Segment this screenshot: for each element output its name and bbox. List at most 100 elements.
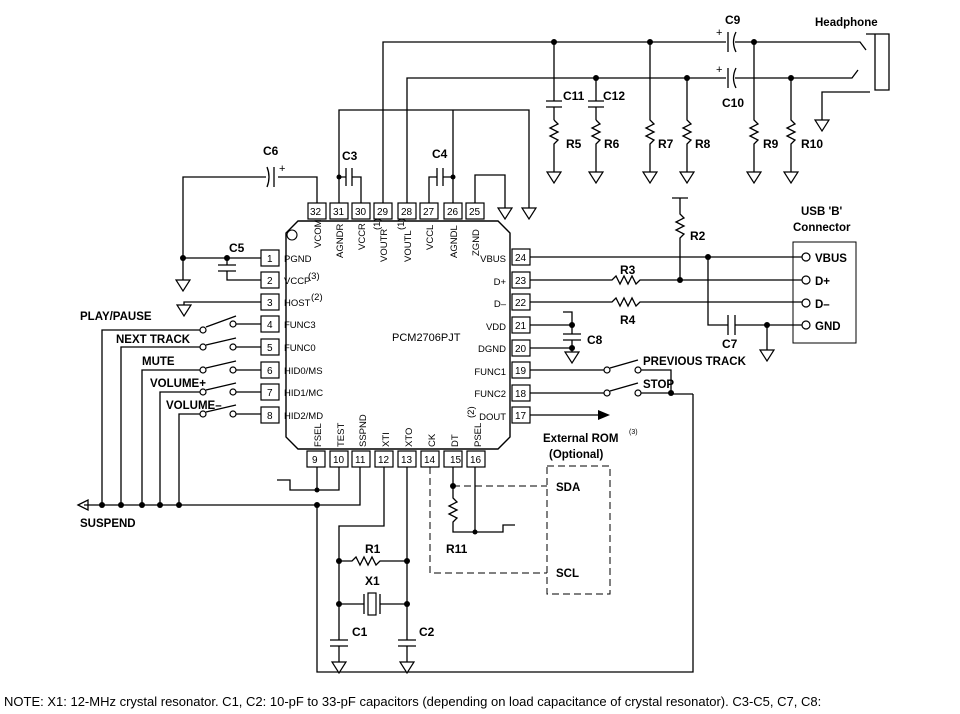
ic-part-number: PCM2706PJT	[392, 332, 461, 344]
sig-vcom: VCOM	[313, 219, 324, 248]
sig-xti: XTI	[381, 432, 392, 447]
ic-left-pins: 1 2 3 4 5 6 7 8 PGND VCCP (3) HOST (2) F…	[260, 249, 323, 424]
r3-label: R3	[620, 263, 636, 277]
pin-13-number: 13	[401, 455, 413, 466]
sig-dplus: D+	[494, 277, 507, 288]
sig-sspnd: SSPND	[358, 414, 369, 447]
pin-30-number: 30	[355, 207, 367, 218]
r10-label: R10	[801, 137, 823, 151]
pin-6-number: 6	[267, 366, 273, 377]
c1-label: C1	[352, 625, 368, 639]
usb-dminus-label: D–	[815, 299, 830, 311]
usb-vbus-label: VBUS	[815, 253, 847, 265]
sig-host: HOST	[284, 298, 311, 309]
previous-track-label: PREVIOUS TRACK	[643, 356, 747, 368]
c6-vcom-cap: C6 +	[180, 144, 318, 261]
r1-label: R1	[365, 542, 381, 556]
r7-label: R7	[658, 137, 674, 151]
sig-dt: DT	[450, 434, 461, 447]
pin-21-number: 21	[515, 321, 527, 332]
sig-vccl: VCCL	[425, 225, 436, 250]
c6-plus: +	[279, 163, 285, 175]
pin-26-number: 26	[447, 207, 459, 218]
c6-label: C6	[263, 144, 279, 158]
sig-voutr: VOUTR	[379, 229, 390, 262]
pin-29-number: 29	[377, 207, 389, 218]
sup-voutl: (1)	[396, 218, 407, 230]
x1-label: X1	[365, 574, 380, 588]
c10-plus: +	[716, 64, 722, 76]
r9-label: R9	[763, 137, 779, 151]
r11-label: R11	[446, 542, 468, 556]
sig-vccp: VCCP	[284, 276, 310, 287]
sig-test: TEST	[336, 423, 347, 447]
sig-dminus: D–	[494, 299, 507, 310]
play-pause-label: PLAY/PAUSE	[80, 311, 152, 323]
sup-voutr: (1)	[372, 218, 383, 230]
sig-vccr: VCCR	[357, 223, 368, 250]
sig-xto: XTO	[404, 428, 415, 447]
pin-19-number: 19	[515, 366, 527, 377]
r8-label: R8	[695, 137, 711, 151]
c2-label: C2	[419, 625, 435, 639]
usb-label-line1: USB 'B'	[801, 206, 843, 218]
sig-vdd: VDD	[486, 322, 506, 333]
ext-rom-sup: (3)	[629, 429, 638, 436]
sig-zgnd: ZGND	[471, 229, 482, 256]
sda-label: SDA	[556, 482, 580, 494]
ic-pcm2706pjt: PCM2706PJT	[285, 220, 511, 450]
usb-section: USB 'B' Connector VBUS D+ D– GND R2 R3 R…	[530, 197, 857, 420]
pin-16-number: 16	[470, 455, 482, 466]
headphone-label: Headphone	[815, 17, 878, 29]
sig-fsel: FSEL	[313, 423, 324, 447]
c4-label: C4	[432, 147, 448, 161]
sig-pgnd: PGND	[284, 254, 312, 265]
sig-func2: FUNC2	[474, 389, 506, 400]
pin-7-number: 7	[267, 388, 273, 399]
sig-func1: FUNC1	[474, 367, 506, 378]
pin-23-number: 23	[515, 276, 527, 287]
c5-cap: C5	[175, 241, 261, 317]
c5-label: C5	[229, 241, 245, 255]
ext-rom-label: External ROM	[543, 433, 618, 445]
ic-right-pins: 24 23 22 21 20 19 18 17 VBUS D+ D– VDD D…	[474, 248, 531, 424]
pin-22-number: 22	[515, 298, 527, 309]
r5-label: R5	[566, 137, 582, 151]
pin-28-number: 28	[401, 207, 413, 218]
note-text: NOTE: X1: 12-MHz crystal resonator. C1, …	[4, 694, 822, 709]
pin-5-number: 5	[267, 343, 273, 354]
scl-label: SCL	[556, 568, 579, 580]
mute-label: MUTE	[142, 356, 175, 368]
c8-label: C8	[587, 333, 603, 347]
sig-agndr: AGNDR	[335, 224, 346, 258]
pin-1-number: 1	[267, 254, 273, 265]
c10-label: C10	[722, 96, 744, 110]
suspend-label: SUSPEND	[80, 518, 136, 530]
fsel-test-ground	[277, 394, 694, 673]
left-button-switches: PLAY/PAUSE NEXT TRACK MUTE VOLUME+ VOLUM…	[76, 311, 361, 530]
ext-rom-optional: (Optional)	[549, 449, 603, 461]
c9-plus: +	[716, 27, 722, 39]
c7-label: C7	[722, 337, 738, 351]
pin-2-number: 2	[267, 276, 273, 287]
c11-label: C11	[563, 89, 585, 103]
pin-27-number: 27	[423, 207, 435, 218]
ic-top-pins: 32 31 30 29 28 27 26 25 VCOM AGNDR VCCR …	[307, 202, 485, 262]
r4-label: R4	[620, 313, 636, 327]
sig-func0: FUNC0	[284, 343, 316, 354]
pin-25-number: 25	[469, 207, 481, 218]
pin-18-number: 18	[515, 389, 527, 400]
c3-label: C3	[342, 149, 358, 163]
sup-host: (2)	[311, 292, 323, 303]
usb-label-line2: Connector	[793, 222, 851, 234]
pin-8-number: 8	[267, 411, 273, 422]
sig-func3: FUNC3	[284, 320, 316, 331]
sup-psel: (2)	[466, 406, 477, 418]
sig-hid0-ms: HID0/MS	[284, 366, 323, 377]
c12-label: C12	[603, 89, 625, 103]
pin-17-number: 17	[515, 411, 527, 422]
crystal-oscillator: R1 X1 C1 C2	[330, 467, 435, 674]
pin-15-number: 15	[450, 455, 462, 466]
volume-plus-label: VOLUME+	[150, 378, 206, 390]
